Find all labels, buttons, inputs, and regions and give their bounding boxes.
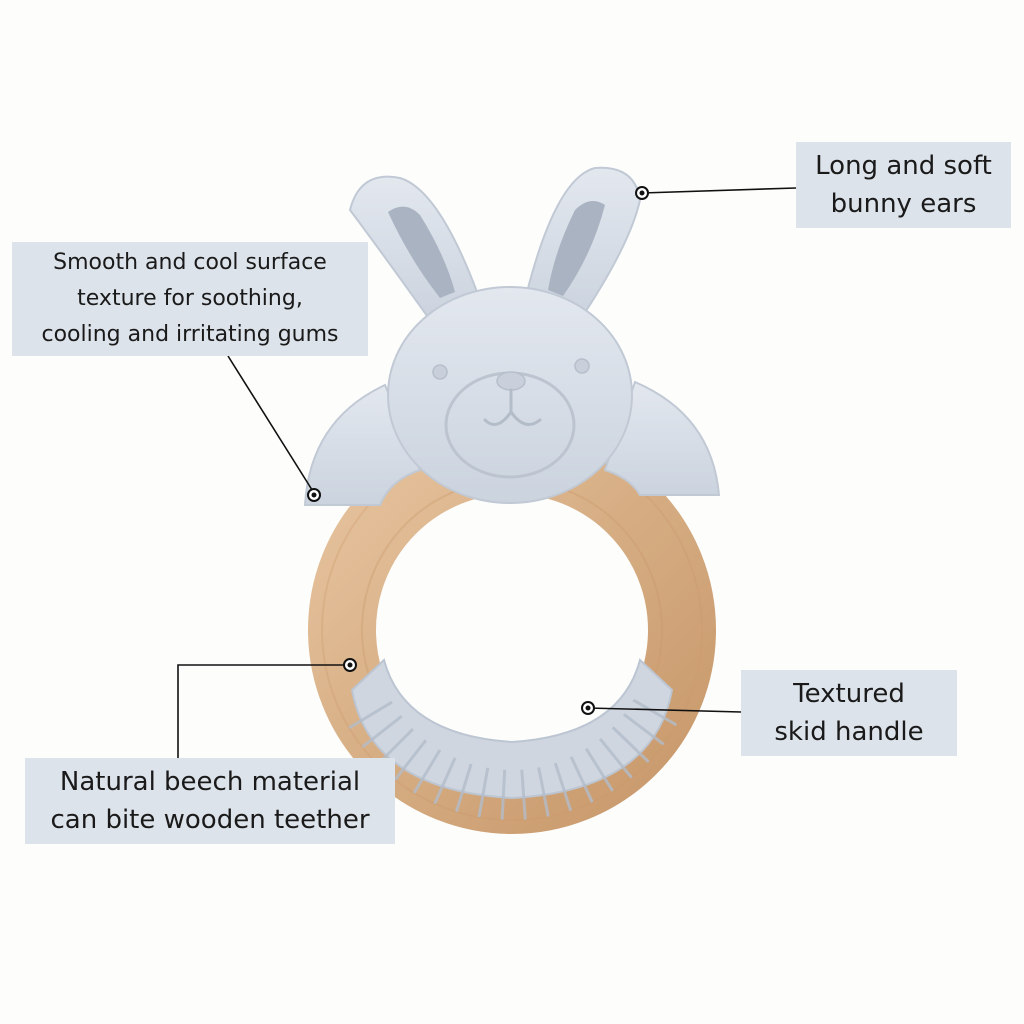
callout-textured-handle: Textured skid handle <box>741 670 957 756</box>
callout-line: skid handle <box>774 717 924 747</box>
handle-rib <box>611 726 650 764</box>
handle-rib <box>622 713 665 746</box>
handle-rib <box>454 763 473 813</box>
handle-rib <box>537 767 550 817</box>
handle-rib <box>520 769 527 820</box>
handle-rib <box>500 769 507 820</box>
handle-rib <box>361 715 403 749</box>
callout-line: bunny ears <box>830 189 977 219</box>
bunny-ears <box>348 166 642 322</box>
leader-dots <box>307 186 649 715</box>
callout-line: Long and soft <box>815 151 992 181</box>
handle-rib <box>477 767 490 818</box>
handle-rib <box>569 756 594 803</box>
leader-lines <box>177 187 797 758</box>
handle-rib <box>412 749 442 794</box>
callout-line: cooling and irritating gums <box>41 322 339 347</box>
handle-rib <box>553 762 573 812</box>
handle-rib <box>632 698 678 727</box>
handle-rib <box>598 737 633 779</box>
handle-rib <box>433 757 457 805</box>
callout-bunny-ears: Long and soft bunny ears <box>796 142 1011 228</box>
callout-line: Natural beech material <box>59 767 361 797</box>
callout-line: Textured <box>793 679 905 709</box>
callout-smooth-surface: Smooth and cool surface texture for soot… <box>12 242 368 356</box>
callout-natural-beech: Natural beech material can bite wooden t… <box>25 758 395 844</box>
handle-rib <box>393 739 427 781</box>
callout-line: can bite wooden teether <box>50 805 370 835</box>
bunny-head <box>387 286 633 504</box>
textured-handle <box>348 658 678 820</box>
callout-line: texture for soothing, <box>77 286 303 311</box>
handle-rib <box>348 700 393 730</box>
callout-line: Smooth and cool surface <box>53 250 327 275</box>
handle-rib <box>584 747 614 792</box>
